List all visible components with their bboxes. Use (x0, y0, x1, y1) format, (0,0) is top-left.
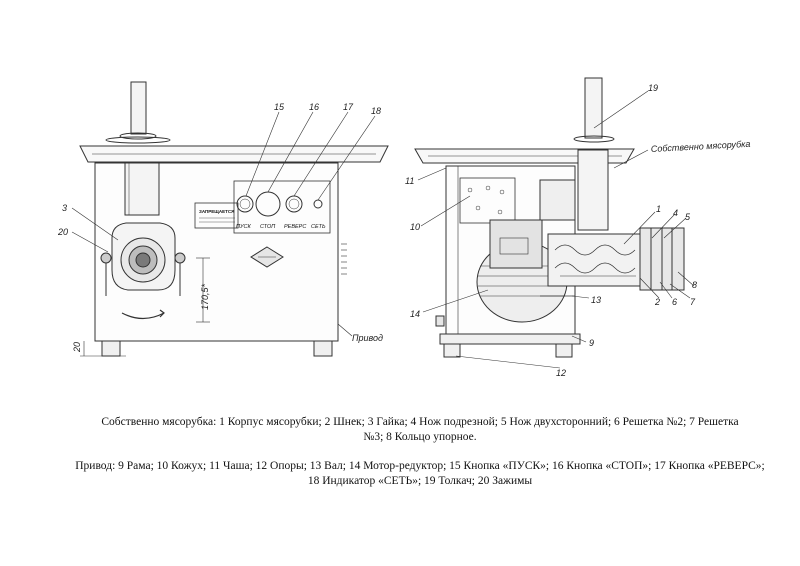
callout-13: 13 (591, 295, 601, 305)
callout-20: 20 (57, 227, 68, 237)
callout-8: 8 (692, 280, 697, 290)
callout-2: 2 (654, 297, 660, 307)
side-view (414, 77, 695, 369)
front-view (71, 81, 389, 357)
caption-drive: Привод: 9 Рама; 10 Кожух; 11 Чаша; 12 Оп… (75, 460, 765, 487)
callout-9: 9 (589, 338, 594, 348)
callout-11: 11 (405, 176, 414, 186)
callout-1: 1 (656, 204, 661, 214)
note-grinder: Собственно мясорубка (651, 139, 751, 154)
callout-7: 7 (690, 297, 696, 307)
callout-16: 16 (309, 102, 319, 112)
dimension-height: 170,5* (200, 283, 210, 310)
callout-3: 3 (62, 203, 67, 213)
warning-plate-title: ЗАПРЕЩАЕТСЯ (199, 209, 234, 214)
note-drive: Привод (352, 333, 383, 343)
callout-14: 14 (410, 309, 420, 319)
callout-4: 4 (673, 208, 678, 218)
label-stop: СТОП (260, 224, 275, 230)
dimension-base: 20 (72, 342, 82, 353)
caption-grinder: Собственно мясорубка: 1 Корпус мясорубки… (101, 416, 739, 443)
callout-17: 17 (343, 102, 354, 112)
callout-5: 5 (685, 212, 691, 222)
label-set: СЕТЬ (311, 224, 326, 230)
label-pusk: ПУСК (236, 224, 251, 230)
callout-10: 10 (410, 222, 420, 232)
callout-18: 18 (371, 106, 381, 116)
callout-15: 15 (274, 102, 285, 112)
callout-6: 6 (672, 297, 677, 307)
front-view-labels: 3 20 15 16 17 18 ЗАПРЕЩАЕТСЯ ПУСК СТОП Р… (57, 102, 381, 353)
label-revers: РЕВЕРС (284, 224, 306, 230)
callout-19: 19 (648, 83, 658, 93)
callout-12: 12 (556, 368, 566, 378)
